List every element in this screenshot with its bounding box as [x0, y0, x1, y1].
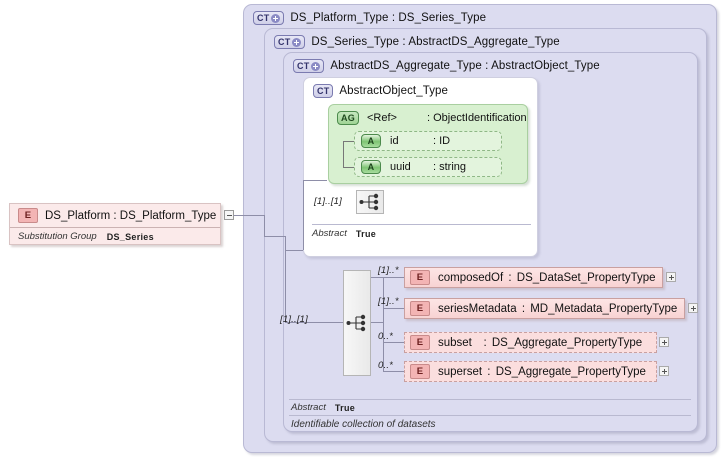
badge-text: CT	[317, 86, 330, 96]
element-icon: E	[410, 301, 430, 316]
element-icon: E	[18, 208, 38, 223]
attribute-icon: A	[361, 134, 381, 148]
complextype-expand-icon[interactable]: CT	[274, 35, 306, 49]
attribute-group-objectidentification: AG <Ref> : ObjectIdentification A id : I…	[328, 104, 528, 184]
attribute-group-header: AG <Ref> : ObjectIdentification	[337, 111, 527, 125]
element-icon: E	[410, 335, 430, 350]
plus-icon[interactable]	[311, 61, 321, 71]
inner-sequence-cardinality: [1]..[1]	[314, 196, 343, 207]
badge-text: CT	[257, 13, 270, 23]
outer-footer-abstract: Abstract True	[291, 402, 355, 413]
element-row-composedof[interactable]: E composedOf : DS_DataSet_PropertyType	[404, 267, 663, 288]
attribute-name: uuid	[390, 161, 411, 173]
element-icon: E	[410, 270, 430, 285]
complextype-icon[interactable]: CT	[313, 84, 334, 98]
plus-expander-icon[interactable]	[688, 303, 698, 313]
plus-expander-icon[interactable]	[659, 337, 669, 347]
sequence-compositor-icon[interactable]	[356, 190, 384, 214]
container-header-ds-series-type: CT DS_Series_Type : AbstractDS_Aggregate…	[274, 35, 560, 49]
cardinality-composedof: [1]..*	[378, 265, 399, 276]
plus-icon[interactable]	[271, 13, 281, 23]
cardinality-seriesmetadata: [1]..*	[378, 296, 399, 307]
attribute-group-ref: <Ref>	[367, 112, 397, 124]
root-element-header: E DS_Platform : DS_Platform_Type	[10, 204, 220, 228]
element-icon: E	[410, 364, 430, 379]
substitution-group-value: DS_Series	[106, 231, 154, 242]
outer-footer-divider	[289, 399, 691, 400]
connector-trunk-3	[303, 180, 304, 250]
cardinality-superset: 0..*	[378, 360, 394, 371]
inner-footer-divider	[312, 224, 531, 225]
abstract-label: Abstract	[312, 228, 347, 239]
connector-trunk-down	[285, 250, 286, 322]
sequence-glyph	[346, 314, 366, 332]
documentation-text: Identifiable collection of datasets	[291, 419, 436, 430]
element-branch-stub	[371, 322, 383, 323]
element-label: composedOf : DS_DataSet_PropertyType	[438, 271, 656, 284]
container-header-abstractobject-type: CT AbstractObject_Type	[313, 84, 448, 98]
element-row-subset[interactable]: E subset : DS_Aggregate_PropertyType	[404, 332, 657, 353]
connector-to-outer-sequence	[285, 322, 343, 323]
attribute-row-id[interactable]: A id : ID	[354, 131, 502, 151]
element-branch-3	[383, 342, 405, 343]
abstract-value: True	[334, 402, 356, 413]
plus-expander-icon[interactable]	[666, 272, 676, 282]
element-branch-4	[383, 371, 405, 372]
attr-connector-to-id	[343, 141, 354, 142]
badge-text: CT	[278, 37, 291, 47]
element-branch-trunk	[383, 277, 384, 371]
attribute-name: id	[390, 135, 399, 147]
element-row-seriesmetadata[interactable]: E seriesMetadata : MD_Metadata_PropertyT…	[404, 298, 685, 319]
connector-trunk-2	[285, 236, 286, 250]
container-title: AbstractObject_Type	[339, 85, 449, 97]
root-element-label: DS_Platform : DS_Platform_Type	[45, 209, 217, 222]
outer-sequence-cardinality: [1]..[1]	[280, 314, 309, 325]
connector-branch-1	[264, 236, 285, 237]
badge-text: CT	[297, 61, 310, 71]
attribute-type: : ID	[433, 135, 451, 147]
plus-expander-icon[interactable]	[659, 366, 669, 376]
abstract-label: Abstract	[291, 402, 326, 413]
container-title: DS_Platform_Type : DS_Series_Type	[290, 12, 487, 24]
element-label: superset : DS_Aggregate_PropertyType	[438, 365, 646, 378]
element-label: seriesMetadata : MD_Metadata_PropertyTyp…	[438, 302, 678, 315]
cardinality-subset: 0..*	[378, 331, 394, 342]
attr-connector-to-uuid	[343, 167, 354, 168]
substitution-group-label: Substitution Group	[18, 231, 97, 242]
element-branch-1	[371, 277, 405, 278]
element-label: subset : DS_Aggregate_PropertyType	[438, 336, 643, 349]
inner-footer-abstract: Abstract True	[312, 228, 376, 239]
attribute-type: : string	[433, 161, 467, 173]
outer-sequence-compositor-icon[interactable]	[343, 270, 371, 376]
element-branch-2	[383, 308, 405, 309]
container-title: AbstractDS_Aggregate_Type : AbstractObje…	[330, 60, 600, 72]
plus-icon[interactable]	[292, 37, 302, 47]
connector-root-to-tree	[234, 215, 264, 216]
abstract-value: True	[355, 228, 377, 239]
minus-toggle-icon[interactable]	[224, 210, 234, 220]
container-abstractobject-type: CT AbstractObject_Type AG <Ref> : Object…	[303, 77, 538, 257]
attribute-icon: A	[361, 160, 381, 174]
attributegroup-icon[interactable]: AG	[337, 111, 359, 125]
complextype-expand-icon[interactable]: CT	[253, 11, 285, 25]
element-row-superset[interactable]: E superset : DS_Aggregate_PropertyType	[404, 361, 657, 382]
outer-documentation-divider	[289, 415, 691, 416]
connector-trunk-1	[264, 215, 265, 236]
container-header-abstractds-aggregate-type: CT AbstractDS_Aggregate_Type : AbstractO…	[293, 59, 600, 73]
container-title: DS_Series_Type : AbstractDS_Aggregate_Ty…	[311, 36, 560, 48]
attribute-group-type: : ObjectIdentification	[426, 112, 527, 124]
container-header-ds-platform-type: CT DS_Platform_Type : DS_Series_Type	[253, 11, 486, 25]
connector-to-attr-panel	[303, 180, 327, 181]
root-element-ds-platform[interactable]: E DS_Platform : DS_Platform_Type Substit…	[9, 203, 221, 245]
attribute-row-uuid[interactable]: A uuid : string	[354, 157, 502, 177]
sequence-glyph	[359, 193, 379, 211]
complextype-expand-icon[interactable]: CT	[293, 59, 325, 73]
attr-connector-vertical	[343, 141, 344, 167]
connector-branch-2	[285, 250, 303, 251]
root-element-substitution-group: Substitution Group DS_Series	[10, 228, 220, 245]
